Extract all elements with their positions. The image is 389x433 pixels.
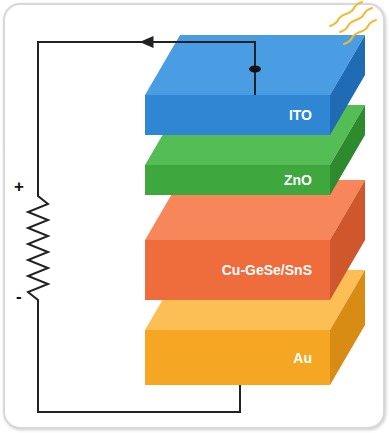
au-layer: Au — [145, 330, 330, 385]
circuit-wire — [28, 36, 261, 412]
current-arrowhead — [140, 36, 154, 48]
polarity-sign: + — [14, 178, 24, 195]
layer-label: Au — [293, 350, 312, 366]
slab-front — [145, 330, 330, 385]
light-rays — [330, 2, 376, 44]
polarity-sign: - — [16, 288, 22, 305]
wire-path — [28, 42, 255, 412]
slab-front — [145, 240, 330, 300]
absorber-layer-slab — [145, 180, 365, 300]
slab-front — [145, 165, 330, 195]
absorber-layer: Cu-GeSe/SnS — [145, 240, 330, 300]
zno-layer: ZnO — [145, 165, 330, 195]
light-ray — [330, 2, 362, 26]
slab-front — [145, 95, 330, 135]
ito-layer: ITO — [145, 95, 330, 135]
layer-label: ZnO — [284, 172, 312, 188]
contact-dot — [249, 66, 261, 73]
slab-side — [330, 35, 365, 135]
slab-side — [330, 180, 365, 300]
frame — [4, 4, 384, 428]
light-ray — [344, 20, 376, 44]
layer-label: Cu-GeSe/SnS — [222, 262, 312, 278]
layer-label: ITO — [289, 107, 312, 123]
